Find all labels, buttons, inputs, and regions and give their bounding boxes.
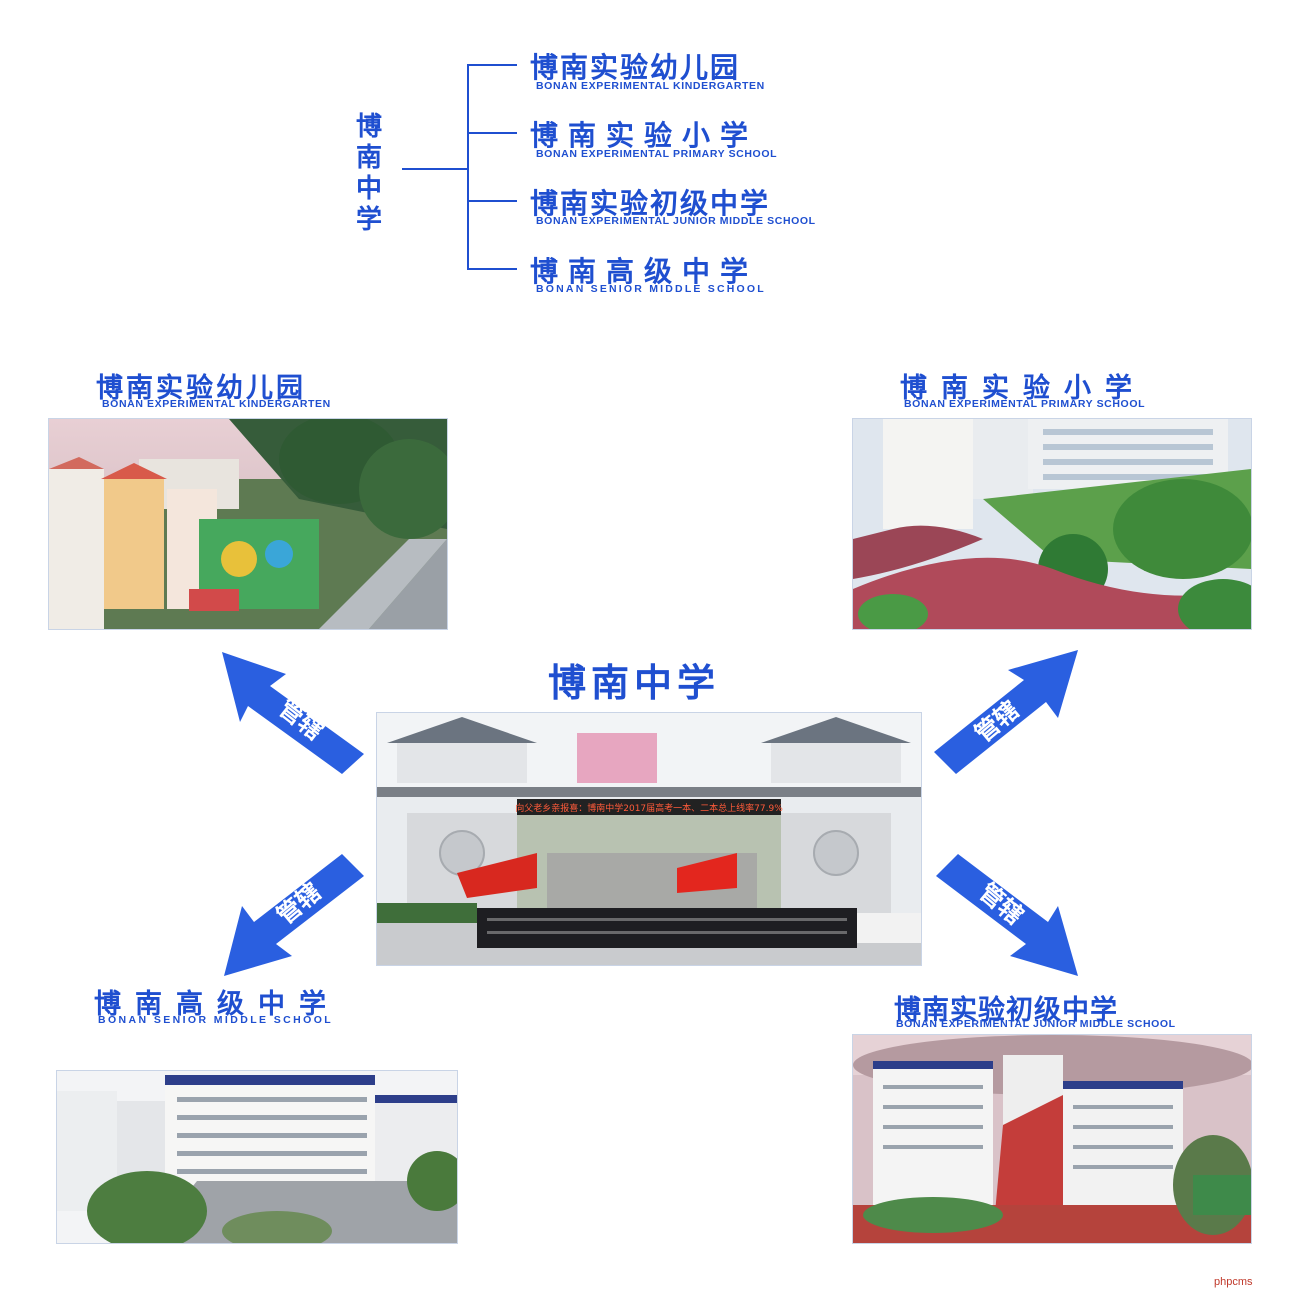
arrow-to-senior: 管辖 — [224, 854, 364, 976]
kindergarten-subtitle: BONAN EXPERIMENTAL KINDERGARTEN — [102, 398, 331, 410]
tree-node-junior-en: BONAN EXPERIMENTAL JUNIOR MIDDLE SCHOOL — [536, 215, 816, 227]
arrow-to-primary: 管辖 — [934, 650, 1078, 774]
center-banner-text: 向父老乡亲报喜：博南中学2017届高考一本、二本总上线率77.9% — [515, 802, 783, 814]
arrow-to-junior: 管辖 — [936, 854, 1078, 976]
tree-node-kindergarten: 博南实验幼儿园 — [530, 51, 741, 84]
tree-node-primary: 博南实验小学 — [530, 119, 759, 152]
tree-branch-line — [467, 64, 517, 66]
tree-root-label: 博南中学 — [348, 112, 390, 236]
tree-root-char: 学 — [355, 205, 382, 235]
tree-node-senior: 博南高级中学 — [530, 255, 759, 288]
center-photo: 向父老乡亲报喜：博南中学2017届高考一本、二本总上线率77.9% — [376, 712, 922, 966]
primary-photo — [852, 418, 1252, 630]
junior-photo — [852, 1034, 1252, 1244]
tree-branch-line — [467, 200, 517, 202]
primary-subtitle: BONAN EXPERIMENTAL PRIMARY SCHOOL — [904, 398, 1146, 410]
tree-node-primary-en: BONAN EXPERIMENTAL PRIMARY SCHOOL — [536, 148, 778, 160]
senior-subtitle: BONAN SENIOR MIDDLE SCHOOL — [98, 1014, 334, 1026]
junior-title: 博南实验初级中学 — [894, 995, 1118, 1026]
tree-node-kindergarten-en: BONAN EXPERIMENTAL KINDERGARTEN — [536, 80, 765, 92]
arrow-to-kindergarten: 管辖 — [222, 652, 364, 774]
senior-title: 博南高级中学 — [94, 989, 340, 1020]
tree-root-char: 中 — [355, 174, 382, 204]
tree-branch-line — [467, 132, 517, 134]
tree-root-char: 南 — [355, 143, 382, 173]
primary-title: 博南实验小学 — [900, 373, 1146, 404]
watermark: phpcms — [1214, 1276, 1253, 1288]
senior-photo — [56, 1070, 458, 1244]
kindergarten-photo — [48, 418, 448, 630]
kindergarten-title: 博南实验幼儿园 — [96, 373, 306, 404]
center-title: 博南中学 — [548, 661, 721, 705]
tree-node-junior: 博南实验初级中学 — [530, 187, 771, 220]
junior-subtitle: BONAN EXPERIMENTAL JUNIOR MIDDLE SCHOOL — [896, 1018, 1176, 1030]
tree-root-char: 博 — [355, 112, 382, 142]
tree-branch-line — [467, 268, 517, 270]
tree-node-senior-en: BONAN SENIOR MIDDLE SCHOOL — [536, 283, 766, 295]
tree-trunk-line — [467, 64, 469, 270]
tree-stem-line — [402, 168, 468, 170]
